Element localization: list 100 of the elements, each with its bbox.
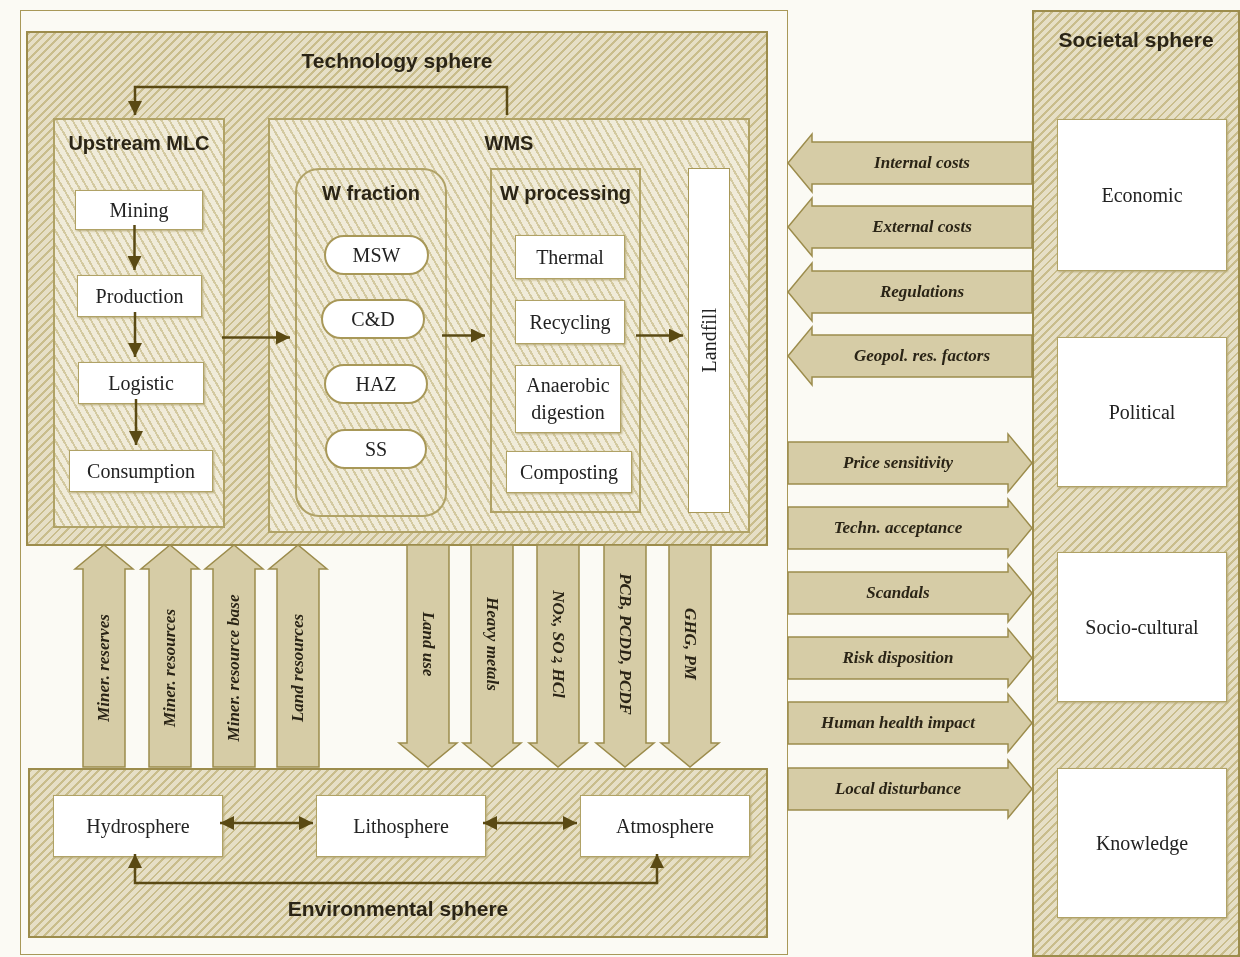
process-box	[515, 300, 625, 344]
process-box	[1057, 768, 1227, 918]
arrow	[220, 816, 313, 830]
edge-label: Miner. resources	[159, 608, 181, 728]
tall-box	[688, 168, 730, 513]
edge-label: Risk disposition	[841, 647, 955, 669]
block-arrow	[787, 561, 1033, 625]
process-box	[75, 190, 203, 230]
block-arrow	[396, 544, 460, 768]
box-label: Landfill	[697, 308, 721, 373]
process-box	[580, 795, 750, 857]
block-arrow	[658, 544, 722, 768]
box-label: Anaerobic digestion	[525, 373, 611, 426]
box-label: SS	[364, 436, 388, 462]
box-label: Atmosphere	[615, 813, 715, 840]
block-arrow	[266, 544, 330, 768]
arrow	[442, 328, 485, 343]
box-label: Consumption	[86, 458, 196, 485]
process-box	[1057, 337, 1227, 487]
process-box	[53, 795, 223, 857]
edge-label: Land use	[417, 611, 439, 677]
process-box	[77, 275, 202, 317]
block-arrow	[72, 544, 136, 768]
edge-label: Price sensitivity	[842, 452, 954, 474]
box-label: Production	[94, 283, 185, 309]
process-box	[78, 362, 204, 404]
box-label: Composting	[519, 459, 619, 486]
block-arrow	[787, 131, 1033, 195]
arrow	[128, 854, 664, 885]
box-label: HAZ	[355, 371, 397, 397]
group-title: Upstream MLC	[68, 131, 210, 156]
block-arrow	[787, 691, 1033, 755]
box-label: Knowledge	[1094, 830, 1190, 857]
box-label: Logistic	[107, 370, 175, 397]
edge-label: Miner. resource base	[223, 594, 245, 742]
box-label: Economic	[1100, 182, 1184, 208]
process-box	[1057, 119, 1227, 271]
process-box	[316, 795, 486, 857]
rounded-box	[325, 429, 427, 469]
arrow	[128, 85, 509, 115]
process-box	[1057, 552, 1227, 702]
arrow	[483, 816, 577, 830]
arrow	[127, 225, 142, 270]
block-arrow	[787, 496, 1033, 560]
sphere-panel	[28, 768, 768, 938]
block-arrow	[593, 544, 657, 768]
arrow	[128, 312, 142, 357]
block-arrow	[787, 195, 1033, 259]
block-arrow	[787, 260, 1033, 324]
sphere-panel	[26, 31, 768, 546]
box-label: Recycling	[528, 309, 612, 336]
block-arrow	[787, 431, 1033, 495]
process-box	[515, 235, 625, 279]
box-label: Political	[1107, 399, 1177, 425]
edge-label: External costs	[871, 216, 973, 238]
block-arrow	[787, 757, 1033, 821]
process-box	[506, 451, 632, 493]
box-label: Hydrosphere	[85, 813, 191, 840]
box-label: Lithosphere	[352, 813, 450, 840]
process-box	[69, 450, 213, 492]
panel-title: Technology sphere	[301, 48, 493, 74]
panel-title: Societal sphere	[1058, 27, 1214, 53]
edge-label: GHG, PM	[679, 608, 701, 680]
edge-label: Scandals	[865, 582, 931, 604]
group-title: WMS	[484, 131, 534, 156]
box-label: Thermal	[535, 244, 605, 270]
process-box	[515, 365, 621, 433]
arrow	[636, 328, 683, 343]
edge-label: Techn. acceptance	[832, 517, 964, 539]
block-arrow	[202, 544, 266, 768]
box-label: Socio-cultural	[1084, 614, 1200, 640]
edge-label: Heavy metals	[481, 597, 503, 691]
block-arrow	[526, 544, 590, 768]
block-arrow	[787, 324, 1033, 388]
edge-label: Miner. reserves	[93, 614, 115, 722]
box-label: C&D	[351, 306, 395, 332]
edge-label: Local disturbance	[833, 778, 963, 800]
sphere-panel	[1032, 10, 1240, 957]
group-title: W processing	[499, 181, 632, 206]
group-panel	[490, 168, 641, 513]
rounded-box	[324, 364, 428, 404]
group-panel	[268, 118, 750, 533]
edge-label: Internal costs	[873, 152, 971, 174]
box-label: Mining	[108, 197, 170, 224]
block-arrow	[138, 544, 202, 768]
rounded-box	[321, 299, 425, 339]
edge-label: PCB, PCDD, PCDF	[614, 573, 636, 715]
group-title: W fraction	[322, 181, 420, 206]
arrow	[129, 399, 143, 445]
block-arrow	[460, 544, 524, 768]
edge-label: Land resources	[287, 613, 309, 723]
panel-title: Environmental sphere	[287, 895, 509, 922]
rounded-box	[324, 235, 429, 275]
rounded-group-panel	[295, 168, 447, 517]
edge-label: Human health impact	[820, 712, 977, 734]
edge-label: Geopol. res. factors	[853, 345, 991, 367]
group-panel	[53, 118, 225, 528]
box-label: MSW	[352, 242, 401, 268]
edge-label: Regulations	[878, 281, 966, 303]
block-arrow	[787, 626, 1033, 690]
